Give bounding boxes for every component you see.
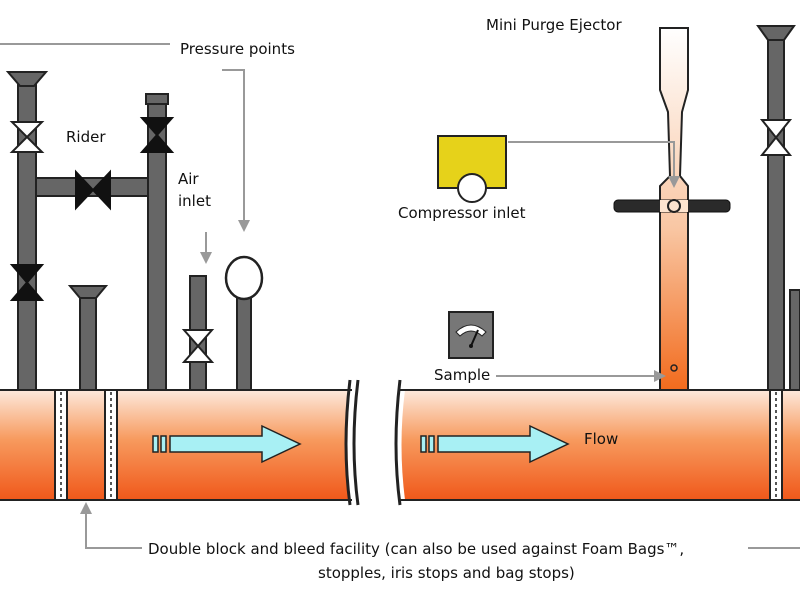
caption-line2: stopples, iris stops and bag stops) <box>318 564 575 582</box>
valve-icon <box>759 119 793 156</box>
flow-arrow-right <box>420 424 570 464</box>
valve-icon <box>75 169 111 211</box>
double-block-bleed-bands <box>54 389 783 501</box>
funnel-stand <box>67 285 109 391</box>
compressor-box <box>437 135 507 203</box>
leader-arrowheads <box>80 176 680 514</box>
caption-line1: Double block and bleed facility (can als… <box>148 540 684 558</box>
leader-lines <box>0 43 800 549</box>
label-sample: Sample <box>434 366 490 384</box>
valve-icon <box>181 329 215 363</box>
sample-gauge-icon <box>448 311 494 359</box>
pressure-point-riser <box>224 255 264 391</box>
label-flow: Flow <box>584 430 618 448</box>
label-rider: Rider <box>66 128 106 146</box>
valve-icon <box>9 121 45 153</box>
mini-purge-ejector <box>613 27 731 391</box>
valve-icon <box>139 117 175 153</box>
label-compressor-inlet: Compressor inlet <box>398 204 526 222</box>
flow-arrow-left <box>152 424 302 464</box>
label-air-inlet-line2: inlet <box>178 192 211 210</box>
main-pipe-right <box>394 379 800 506</box>
valve-icon <box>9 264 45 301</box>
rider-riser <box>145 93 169 391</box>
label-pressure-points: Pressure points <box>180 40 295 58</box>
right-riser <box>756 25 800 391</box>
label-air-inlet-line1: Air <box>178 170 199 188</box>
label-mini-purge-ejector: Mini Purge Ejector <box>486 16 622 34</box>
